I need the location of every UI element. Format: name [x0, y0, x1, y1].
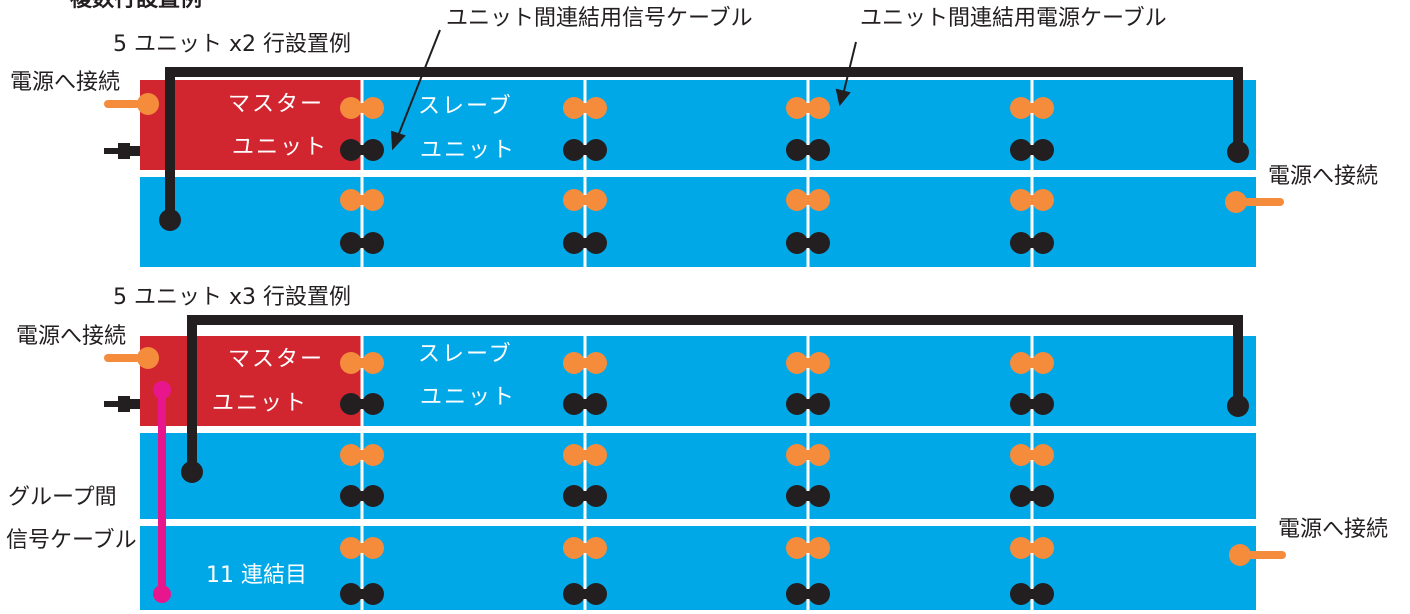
power-connector	[563, 537, 607, 559]
signal-connector	[1010, 583, 1054, 605]
power-connector	[563, 352, 607, 374]
power-connector	[340, 444, 384, 466]
example2-title: 5 ユニット x3 行設置例	[113, 285, 351, 310]
power-plug	[137, 347, 159, 369]
power-right-label: 電源へ接続	[1268, 164, 1379, 189]
connector-layer	[340, 97, 1054, 605]
cable-layer	[165, 67, 1243, 470]
power-plug	[1225, 191, 1247, 213]
slave-label: スレーブ	[418, 342, 513, 367]
cable-end	[153, 585, 171, 603]
cable-end	[181, 461, 203, 483]
power-connector	[1010, 537, 1054, 559]
power-plug-cord	[1238, 198, 1284, 206]
signal-connector	[1010, 485, 1054, 507]
example1-grid	[140, 80, 1256, 267]
signal-connector	[786, 393, 830, 415]
slave-label: ユニット	[420, 138, 517, 163]
power-connector	[1010, 97, 1054, 119]
example1-title: 5 ユニット x2 行設置例	[113, 32, 351, 57]
power-connector	[563, 444, 607, 466]
power-connector	[786, 352, 830, 374]
signal-plug-body	[118, 143, 130, 159]
power-connector	[563, 97, 607, 119]
power-connector	[340, 352, 384, 374]
power-right-label: 電源へ接続	[1278, 517, 1389, 542]
power-connector	[340, 189, 384, 211]
signal-connector	[340, 139, 384, 161]
unit-panel	[140, 526, 1256, 610]
power-plug	[137, 93, 159, 115]
power-cable-label: ユニット間連結用電源ケーブル	[860, 6, 1167, 31]
cable-end	[1227, 395, 1249, 417]
signal-plug-cord	[104, 148, 120, 154]
signal-connector	[340, 583, 384, 605]
signal-connector	[1010, 393, 1054, 415]
master-unit	[140, 80, 362, 170]
power-connector	[1010, 189, 1054, 211]
master-label: マスター	[228, 92, 325, 117]
power-plug-cord	[104, 354, 140, 362]
example2-grid	[140, 336, 1256, 610]
signal-connector	[786, 232, 830, 254]
power-connector	[340, 537, 384, 559]
signal-plug-tip	[130, 399, 140, 409]
master-label: ユニット	[212, 391, 309, 416]
signal-connector	[1010, 232, 1054, 254]
signal-connector	[563, 583, 607, 605]
power-input-plugs	[104, 93, 1286, 566]
master-label: ユニット	[232, 135, 329, 160]
slave-label: ユニット	[420, 385, 517, 410]
cable-end	[153, 381, 171, 399]
leader-arrow	[390, 130, 406, 151]
cable-end	[159, 209, 181, 231]
master-unit	[140, 336, 362, 426]
signal-cable-label: ユニット間連結用信号ケーブル	[446, 6, 753, 31]
signal-connector	[340, 485, 384, 507]
power-plug	[1229, 544, 1251, 566]
power-cable-ex2	[187, 315, 1243, 470]
slave-label: スレーブ	[418, 94, 513, 119]
power-left-label: 電源へ接続	[16, 324, 127, 349]
signal-connector	[786, 583, 830, 605]
signal-connector	[1010, 139, 1054, 161]
power-cable-ex1	[165, 67, 1243, 218]
eleventh-unit-label: 11 連結目	[206, 563, 307, 588]
signal-connector	[340, 393, 384, 415]
power-connector	[340, 97, 384, 119]
leader-line	[842, 41, 857, 96]
power-plug-cord	[1240, 551, 1286, 559]
unit-panel	[140, 433, 1256, 519]
power-connector	[1010, 444, 1054, 466]
power-connector	[786, 537, 830, 559]
signal-plug-body	[118, 396, 130, 412]
signal-connector	[563, 232, 607, 254]
signal-connector	[563, 139, 607, 161]
power-connector	[786, 189, 830, 211]
signal-connector	[786, 139, 830, 161]
unit-panel	[140, 177, 1256, 267]
signal-connector	[340, 232, 384, 254]
signal-connector	[563, 393, 607, 415]
signal-plug-tip	[130, 146, 140, 156]
power-connector	[1010, 352, 1054, 374]
page-heading: 複数行設置例	[70, 0, 202, 11]
power-connector	[786, 97, 830, 119]
signal-connector	[786, 485, 830, 507]
group-cable-label: 信号ケーブル	[6, 528, 137, 553]
power-plug-cord	[104, 100, 140, 108]
signal-plug-cord	[104, 401, 120, 407]
cable-end	[1227, 141, 1249, 163]
leader-line	[397, 29, 441, 137]
signal-connector	[563, 485, 607, 507]
power-connector	[786, 444, 830, 466]
group-cable-label: グループ間	[8, 485, 117, 510]
leader-arrow	[835, 88, 851, 107]
master-label: マスター	[228, 347, 325, 372]
signal-input-plugs	[104, 143, 140, 412]
power-connector	[563, 189, 607, 211]
power-left-label: 電源へ接続	[10, 70, 121, 95]
